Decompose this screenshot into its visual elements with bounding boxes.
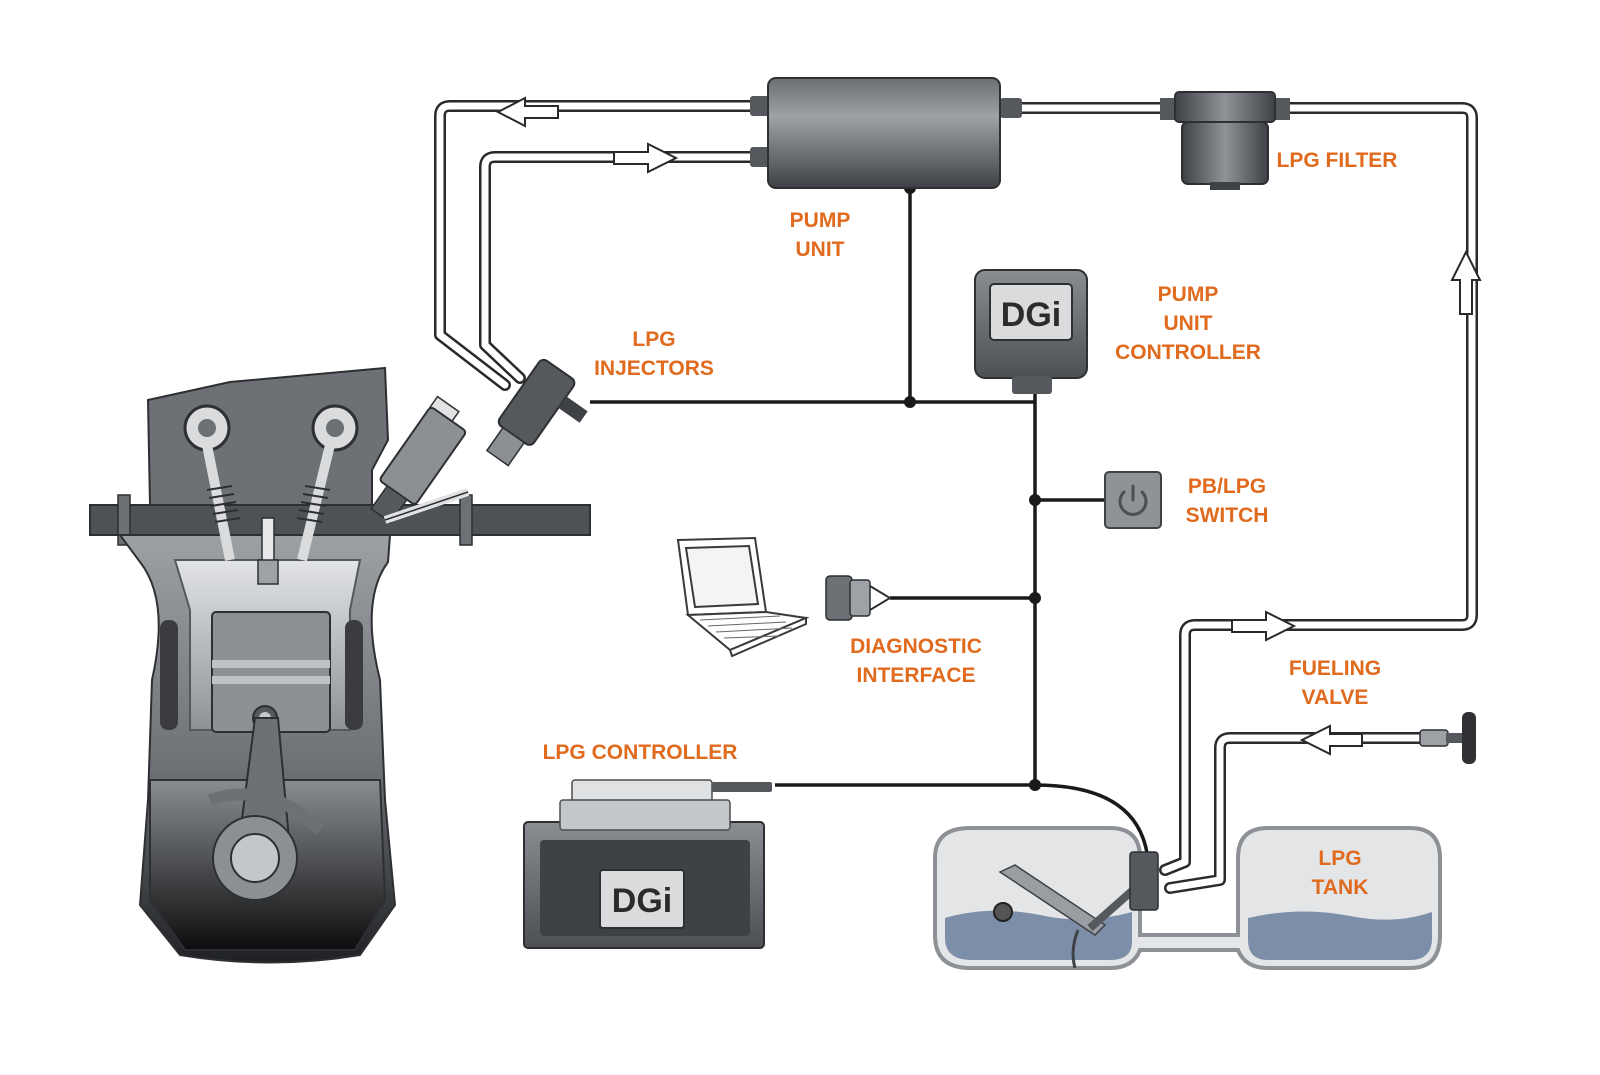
pump-unit-label-line-2: UNIT — [795, 238, 845, 261]
engine-cutaway — [89, 358, 591, 964]
fueling-valve-label: FUELING VALVE — [1270, 654, 1400, 712]
diagnostic-interface-label-line-1: DIAGNOSTIC — [850, 635, 982, 658]
flow-arrow-right-icon — [613, 142, 679, 174]
lpg-tank — [933, 826, 1442, 970]
pump-unit — [750, 77, 1022, 189]
dgi-logo-2: DGi — [612, 882, 672, 920]
pump-unit-controller: DGi — [974, 269, 1088, 394]
flow-arrow-left-icon — [495, 96, 559, 128]
lpg-injectors-label: LPG INJECTORS — [584, 325, 724, 383]
flow-arrow-up-icon — [1450, 249, 1482, 315]
flow-arrow-icon — [495, 96, 1482, 756]
lpg-controller-label-line: LPG CONTROLLER — [542, 741, 738, 764]
lpg-tank-label: LPG TANK — [1290, 844, 1390, 902]
lpg-filter-label: LPG FILTER — [1262, 146, 1412, 175]
pb-lpg-switch-label-line-2: SWITCH — [1185, 504, 1269, 527]
diagnostic-interface-label: DIAGNOSTIC INTERFACE — [836, 632, 996, 690]
power-icon — [1118, 484, 1148, 516]
pb-lpg-switch — [1104, 471, 1162, 529]
wiring — [590, 188, 1150, 861]
pump-unit-controller-label-line-2: UNIT — [1163, 312, 1213, 335]
pump-unit-label-line-1: PUMP — [789, 209, 851, 232]
fueling-valve-label-line-1: FUELING — [1288, 657, 1382, 680]
flow-arrow-left-icon-2 — [1299, 724, 1363, 756]
pump-unit-label: PUMP UNIT — [770, 206, 870, 264]
lpg-controller-label: LPG CONTROLLER — [530, 738, 750, 767]
pump-unit-controller-label-line-3: CONTROLLER — [1115, 341, 1261, 364]
diagnostic-interface-plug — [825, 575, 892, 621]
diagnostic-interface-label-line-2: INTERFACE — [856, 664, 976, 687]
lpg-tank-label-line-2: TANK — [1311, 876, 1369, 899]
flow-arrow-right-icon-2 — [1231, 610, 1297, 642]
lpg-injectors-label-line-1: LPG — [632, 328, 676, 351]
lpg-tank-label-line-1: LPG — [1318, 847, 1362, 870]
lpg-filter — [1160, 91, 1290, 190]
laptop-icon — [676, 536, 810, 658]
fuel-lines — [434, 100, 1478, 894]
fueling-valve — [1419, 712, 1476, 764]
dgi-logo: DGi — [1001, 296, 1061, 334]
pump-unit-controller-label: PUMP UNIT CONTROLLER — [1108, 280, 1268, 367]
lpg-filter-label-line: LPG FILTER — [1276, 149, 1398, 172]
pb-lpg-switch-label: PB/LPG SWITCH — [1172, 472, 1282, 530]
lpg-controller: DGi — [523, 779, 772, 949]
fueling-valve-label-line-2: VALVE — [1301, 686, 1369, 709]
lpg-injectors-label-line-2: INJECTORS — [594, 357, 714, 380]
pb-lpg-switch-label-line-1: PB/LPG — [1187, 475, 1267, 498]
pump-unit-controller-label-line-1: PUMP — [1157, 283, 1219, 306]
